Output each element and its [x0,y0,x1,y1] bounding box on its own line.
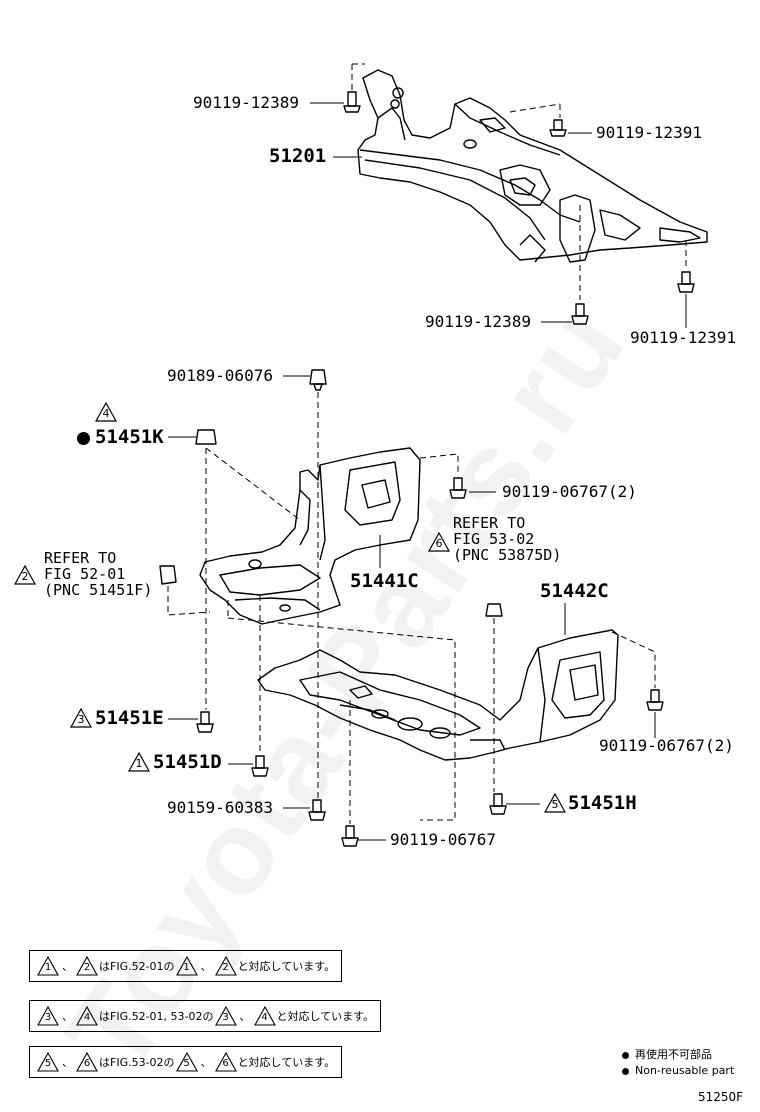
bolts-crossmember [343,91,695,325]
note3-separator: 、 [62,1056,73,1069]
cover-51442C [257,629,619,761]
note3-triangle-d: 6 [214,1052,237,1072]
note3-triangle-c: 5 [175,1052,198,1072]
label-90119-06767-2-lower: 90119-06767(2) [599,736,734,755]
triangle-2-number: 2 [21,570,29,583]
bolts-lower [196,477,664,847]
note3-triangle-b: 6 [76,1052,98,1072]
refer-fig-52-01: REFER TO FIG 52-01 (PNC 51451F) [44,549,153,599]
triangle-5-number: 5 [551,798,559,811]
legend-jp-text: 再使用不可部品 [635,1048,712,1061]
label-51451D: 51451D [153,751,222,773]
label-51451H: 51451H [568,792,637,814]
label-90119-06767: 90119-06767 [390,830,496,849]
note1-mid-text: はFIG.52-01の [99,960,175,973]
legend-en-text: Non-reusable part [635,1064,735,1077]
label-90119-12391-top: 90119-12391 [596,123,702,142]
label-90119-12391-bottom: 90119-12391 [630,328,736,347]
legend-bullet-jp [622,1051,629,1059]
label-90119-12389-bottom: 90119-12389 [425,312,531,331]
note3-end-text: と対応しています。 [237,1056,336,1069]
label-51441C: 51441C [350,570,419,592]
note2-triangle-c: 3 [214,1006,237,1026]
clips [159,369,503,617]
note2-separator-2: 、 [239,1010,251,1023]
note1-triangle-b: 2 [76,956,98,976]
label-51201: 51201 [269,145,327,167]
note2-triangle-b: 4 [76,1006,98,1026]
label-51451K: 51451K [95,426,164,448]
triangle-3: 3 [70,708,92,728]
label-90119-12389-top: 90119-12389 [193,93,299,112]
crossmember-51201 [357,69,708,263]
triangle-3-number: 3 [77,713,85,726]
note2-triangle-d: 4 [253,1006,276,1026]
triangle-6-number: 6 [435,537,443,550]
note2-triangle-a: 3 [37,1006,59,1026]
refer-fig-53-02: REFER TO FIG 53-02 (PNC 53875D) [453,514,562,564]
triangle-1-number: 1 [135,757,143,770]
label-90119-06767-2-upper: 90119-06767(2) [502,482,637,501]
note-box-1: 1 、 2 はFIG.52-01の 1 、 2 と対応しています。 [29,950,343,982]
note3-separator-2: 、 [200,1056,212,1069]
triangle-4-number: 4 [102,407,110,420]
note1-end-text: と対応しています。 [237,960,336,973]
figure-id: 51250F [698,1090,744,1104]
label-51442C: 51442C [540,580,609,602]
note-box-2: 3 、 4 はFIG.52-01, 53-02の 3 、 4 と対応しています。 [29,1000,382,1032]
note1-triangle-a: 1 [37,956,59,976]
note1-triangle-d: 2 [214,956,237,976]
triangle-5: 5 [544,793,566,813]
cover-51441C [199,447,421,625]
note2-end-text: と対応しています。 [276,1010,375,1023]
note3-mid-text: はFIG.53-02の [99,1056,175,1069]
triangle-6: 6 [428,532,450,552]
note2-separator: 、 [62,1010,73,1023]
label-51451E: 51451E [95,707,164,729]
triangle-2: 2 [14,565,36,585]
legend-en: Non-reusable part [622,1064,734,1077]
legend-jp: 再使用不可部品 [622,1046,712,1062]
note-box-3: 5 、 6 はFIG.53-02の 5 、 6 と対応しています。 [29,1046,343,1078]
note1-triangle-c: 1 [175,956,198,976]
note1-separator-2: 、 [200,960,212,973]
triangle-4: 4 [95,402,117,422]
legend-bullet-en [622,1067,629,1075]
label-90189-06076: 90189-06076 [167,366,273,385]
note3-triangle-a: 5 [37,1052,59,1072]
label-90159-60383: 90159-60383 [167,798,273,817]
note1-separator: 、 [62,960,73,973]
triangle-1: 1 [128,752,150,772]
note2-mid-text: はFIG.52-01, 53-02の [99,1010,214,1023]
non-reusable-dot [77,432,90,445]
